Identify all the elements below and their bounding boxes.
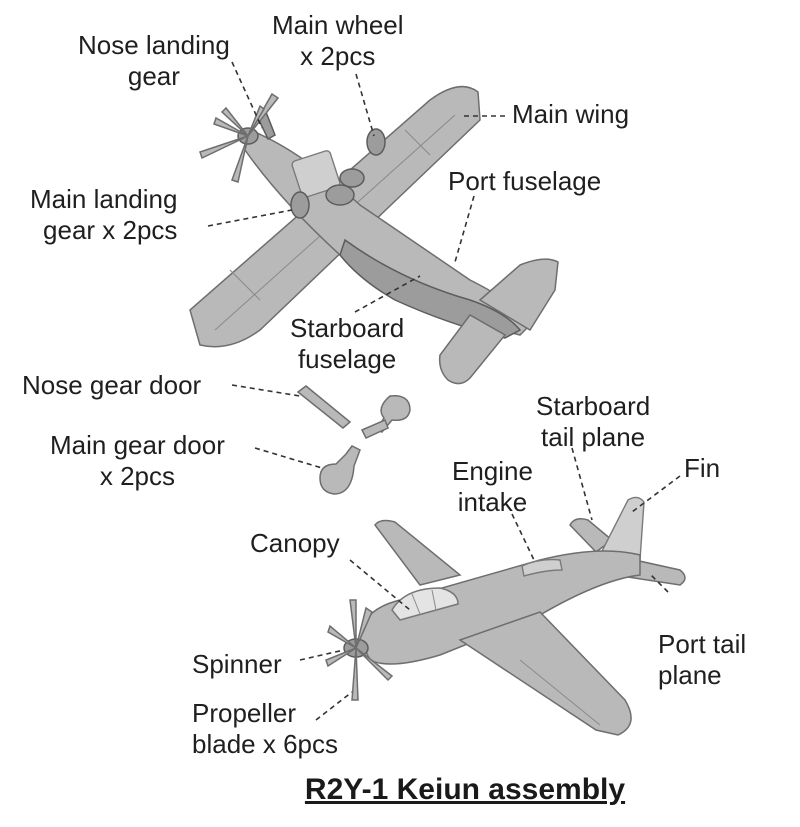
label-port-fuselage: Port fuselage <box>448 166 602 196</box>
lower-propeller <box>325 599 394 701</box>
lower-fuselage <box>359 550 641 665</box>
starboard-fuselage-part <box>339 238 522 339</box>
engine-intake-part <box>521 558 563 577</box>
label-fin: Fin <box>684 453 721 483</box>
upper-model-underside <box>189 85 559 385</box>
fin-part <box>598 496 645 561</box>
gear-door-parts <box>296 385 411 495</box>
diagram-title: R2Y-1 Keiun assembly <box>304 773 626 806</box>
label-main-wing: Main wing <box>512 99 630 129</box>
label-spinner: Spinner <box>192 649 282 679</box>
label-nose-gear-door: Nose gear door <box>22 370 202 400</box>
main-wheel-part <box>366 128 386 156</box>
leader-lines <box>207 61 681 721</box>
starboard-tail-plane-part <box>569 518 614 553</box>
label-canopy: Canopy <box>250 528 340 558</box>
nose-gear-door-part <box>296 385 352 429</box>
lower-model-assembled <box>325 496 686 736</box>
upper-propeller <box>199 92 280 183</box>
canopy-part <box>391 587 459 621</box>
